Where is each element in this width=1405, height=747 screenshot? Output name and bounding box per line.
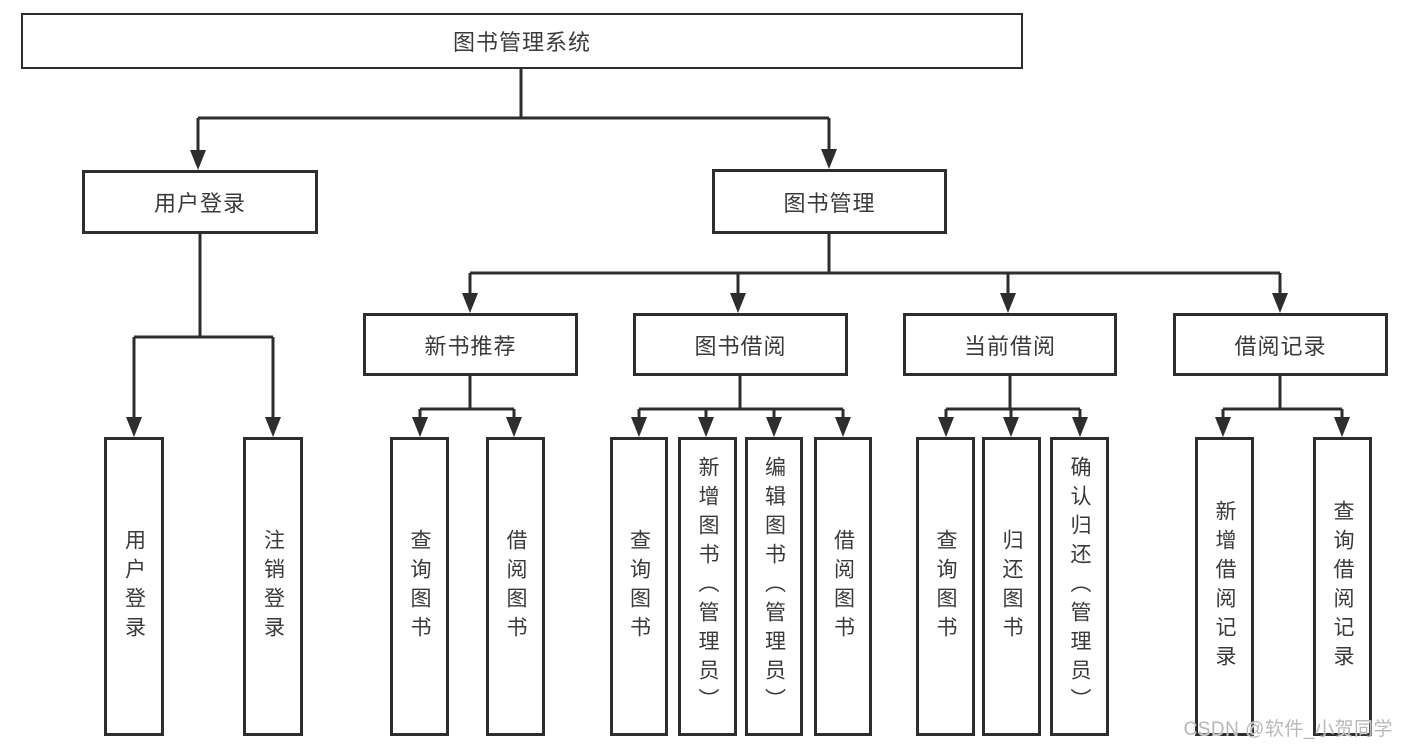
connector-borrow-records bbox=[1221, 376, 1344, 423]
arrowhead-icon bbox=[1272, 293, 1288, 313]
arrowhead-icon bbox=[938, 417, 954, 437]
leaf-add-borrow-record: 新增借阅记录 bbox=[1195, 437, 1254, 736]
arrowhead-icon bbox=[190, 150, 206, 170]
leaf-query-book: 查询图书 bbox=[916, 437, 975, 736]
connector-book-management bbox=[468, 234, 1282, 299]
arrowhead-icon bbox=[1000, 293, 1016, 313]
node-current-borrow: 当前借阅 bbox=[903, 313, 1117, 376]
node-label: 图书管理系统 bbox=[452, 30, 591, 55]
arrowhead-icon bbox=[631, 417, 647, 437]
node-user-login: 用户登录 bbox=[82, 170, 318, 234]
node-borrow-records: 借阅记录 bbox=[1173, 313, 1388, 376]
leaf-label: 新增借阅记录 bbox=[1213, 499, 1236, 674]
connector-user-login bbox=[132, 234, 275, 421]
arrowhead-icon bbox=[698, 417, 714, 437]
arrowhead-icon bbox=[821, 149, 837, 169]
leaf-label: 借阅图书 bbox=[504, 528, 527, 645]
arrowhead-icon bbox=[265, 417, 281, 437]
csdn-watermark: CSDN @软件_小贺同学 bbox=[1183, 719, 1393, 740]
leaf-query-borrow-record: 查询借阅记录 bbox=[1313, 437, 1372, 736]
arrowhead-icon bbox=[766, 417, 782, 437]
leaf-label: 查询图书 bbox=[934, 528, 957, 645]
leaf-confirm-return-admin: 确认归还（管理员） bbox=[1050, 437, 1109, 736]
arrowhead-icon bbox=[1334, 417, 1350, 437]
connector-book-borrow bbox=[637, 376, 845, 423]
node-new-book-recommend: 新书推荐 bbox=[363, 313, 578, 376]
leaf-logout: 注销登录 bbox=[243, 437, 303, 736]
node-label: 借阅记录 bbox=[1234, 333, 1327, 359]
node-library-management-system: 图书管理系统 bbox=[21, 13, 1023, 69]
leaf-user-login: 用户登录 bbox=[104, 437, 164, 736]
leaf-label: 注销登录 bbox=[261, 528, 285, 645]
arrowhead-icon bbox=[506, 417, 522, 437]
arrowhead-icon bbox=[730, 293, 746, 313]
leaf-label: 查询图书 bbox=[627, 528, 651, 645]
leaf-borrow-book: 借阅图书 bbox=[486, 437, 545, 736]
node-label: 当前借阅 bbox=[963, 333, 1056, 359]
connector-root bbox=[196, 69, 831, 154]
leaf-query-book: 查询图书 bbox=[610, 437, 668, 736]
arrowhead-icon bbox=[835, 417, 851, 437]
node-label: 新书推荐 bbox=[424, 333, 517, 359]
leaf-return-book: 归还图书 bbox=[982, 437, 1041, 736]
leaf-edit-book-admin: 编辑图书（管理员） bbox=[745, 437, 803, 736]
arrowhead-icon bbox=[1003, 417, 1019, 437]
connector-current-borrow bbox=[944, 376, 1082, 423]
leaf-label: 编辑图书（管理员） bbox=[762, 456, 786, 717]
arrowhead-icon bbox=[126, 417, 142, 437]
leaf-label: 新增图书（管理员） bbox=[696, 456, 719, 717]
node-label: 图书借阅 bbox=[694, 333, 787, 359]
arrowhead-icon bbox=[1215, 417, 1231, 437]
node-book-borrow: 图书借阅 bbox=[633, 313, 848, 376]
leaf-borrow-book: 借阅图书 bbox=[814, 437, 872, 736]
leaf-label: 查询借阅记录 bbox=[1331, 499, 1354, 674]
leaf-label: 借阅图书 bbox=[831, 528, 855, 645]
node-book-management: 图书管理 bbox=[712, 169, 947, 234]
leaf-label: 查询图书 bbox=[408, 528, 431, 645]
node-label: 图书管理 bbox=[783, 190, 876, 216]
arrowhead-icon bbox=[1072, 417, 1088, 437]
connector-new-book-recommend bbox=[418, 376, 516, 423]
leaf-add-book-admin: 新增图书（管理员） bbox=[678, 437, 737, 736]
node-label: 用户登录 bbox=[153, 191, 246, 216]
leaf-label: 确认归还（管理员） bbox=[1068, 456, 1091, 717]
leaf-query-book: 查询图书 bbox=[390, 437, 449, 736]
leaf-label: 归还图书 bbox=[1000, 528, 1023, 645]
arrowhead-icon bbox=[412, 417, 428, 437]
arrowhead-icon bbox=[462, 293, 478, 313]
leaf-label: 用户登录 bbox=[122, 528, 146, 645]
